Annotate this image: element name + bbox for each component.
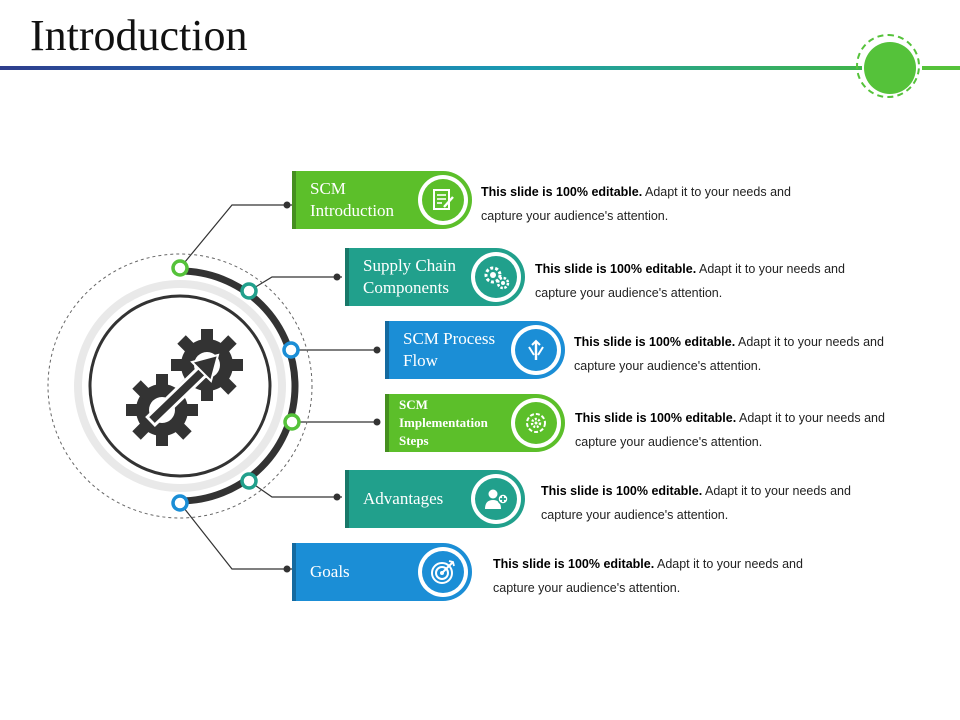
- tab-advantages: Advantages: [345, 470, 525, 528]
- document-edit-icon: [422, 179, 464, 221]
- dark-arc: [179, 267, 299, 505]
- desc-text: Adapt it to your needs and capture your …: [481, 185, 791, 223]
- description-5: This slide is 100% editable. Adapt it to…: [541, 479, 881, 527]
- description-3: This slide is 100% editable. Adapt it to…: [574, 330, 894, 378]
- desc-text: Adapt it to your needs and capture your …: [535, 262, 845, 300]
- icon-disc: [511, 325, 561, 375]
- desc-bold: This slide is 100% editable.: [574, 335, 736, 349]
- header-divider: [0, 66, 862, 70]
- desc-bold: This slide is 100% editable.: [481, 185, 643, 199]
- header-dot-ring: [856, 34, 920, 98]
- gear-cycle-icon: [515, 402, 557, 444]
- icon-disc: [511, 398, 561, 448]
- node-4: [283, 413, 301, 431]
- page-title: Introduction: [30, 11, 248, 60]
- tab-scm-implementation-steps: SCM Implementation Steps: [385, 394, 565, 452]
- connector-2: [248, 276, 342, 292]
- node-1: [171, 259, 189, 277]
- icon-disc: [471, 474, 521, 524]
- node-6: [171, 494, 189, 512]
- person-plus-icon: [475, 478, 517, 520]
- outer-dashed-ring: [47, 253, 313, 519]
- icon-disc: [471, 252, 521, 302]
- target-icon: [422, 551, 464, 593]
- header-dot: [864, 42, 916, 94]
- description-4: This slide is 100% editable. Adapt it to…: [575, 406, 895, 454]
- desc-text: Adapt it to your needs and capture your …: [541, 484, 851, 522]
- gears-arrow-icon: [126, 329, 243, 446]
- node-3: [282, 341, 300, 359]
- header-divider-end: [922, 66, 960, 70]
- tab-scm-process-flow: SCM Process Flow: [385, 321, 565, 379]
- desc-bold: This slide is 100% editable.: [535, 262, 697, 276]
- icon-disc: [418, 547, 468, 597]
- desc-text: Adapt it to your needs and capture your …: [574, 335, 884, 373]
- desc-text: Adapt it to your needs and capture your …: [575, 411, 885, 449]
- desc-text: Adapt it to your needs and capture your …: [493, 557, 803, 595]
- tab-label: Advantages: [363, 489, 444, 508]
- node-2: [240, 282, 258, 300]
- icon-disc: [418, 175, 468, 225]
- tab-label: Supply Chain Components: [363, 256, 457, 297]
- desc-bold: This slide is 100% editable.: [541, 484, 703, 498]
- tab-goals: Goals: [292, 543, 472, 601]
- connector-dots: [283, 201, 381, 573]
- ring-nodes: [171, 259, 301, 512]
- connector-1: [179, 204, 292, 269]
- connector-5: [248, 480, 342, 498]
- tab-label: SCM Process Flow: [403, 329, 496, 370]
- desc-bold: This slide is 100% editable.: [575, 411, 737, 425]
- description-6: This slide is 100% editable. Adapt it to…: [493, 552, 833, 600]
- tab-supply-chain-components: Supply Chain Components: [345, 248, 525, 306]
- node-5: [240, 472, 258, 490]
- description-2: This slide is 100% editable. Adapt it to…: [535, 257, 875, 305]
- flow-arrows-icon: [515, 329, 557, 371]
- tab-label: Goals: [310, 562, 350, 581]
- tab-label: SCM Introduction: [310, 179, 395, 220]
- gears-icon: [475, 256, 517, 298]
- connector-6: [179, 502, 292, 570]
- desc-bold: This slide is 100% editable.: [493, 557, 655, 571]
- tab-scm-introduction: SCM Introduction: [292, 171, 472, 229]
- tab-label: SCM Implementation Steps: [399, 397, 488, 448]
- description-1: This slide is 100% editable. Adapt it to…: [481, 180, 821, 228]
